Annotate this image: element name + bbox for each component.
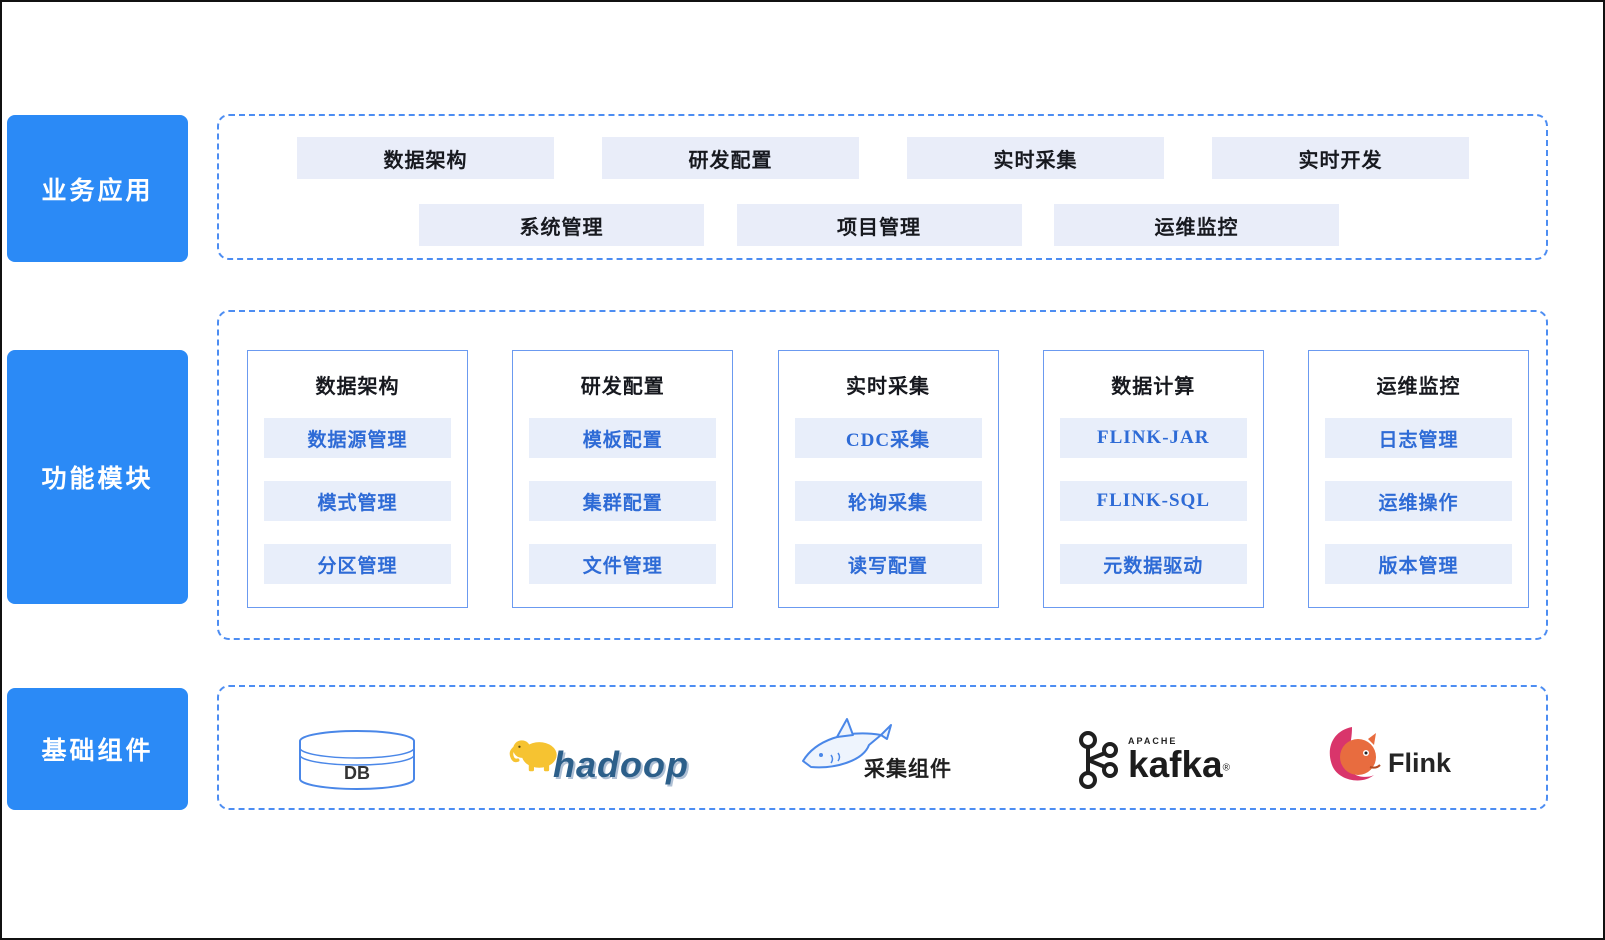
module-item-cdc-collection: CDC采集 [794, 418, 982, 458]
business-app-ops-monitoring: 运维监控 [1054, 204, 1339, 246]
module-column-title: 运维监控 [1376, 376, 1461, 398]
module-item-log-mgmt: 日志管理 [1325, 418, 1512, 458]
kafka-wordmark: APACHE kafka® [1128, 736, 1231, 785]
db-component: DB [297, 729, 417, 793]
module-item-flink-jar: FLINK-JAR [1059, 418, 1247, 458]
hadoop-elephant-icon [509, 740, 557, 772]
collector-label: 采集组件 [864, 758, 952, 781]
module-item-flink-sql: FLINK-SQL [1059, 481, 1247, 521]
shark-icon [802, 718, 892, 769]
module-item-polling-collection: 轮询采集 [794, 481, 982, 521]
module-column-title: 实时采集 [846, 376, 930, 398]
business-app-system-mgmt: 系统管理 [419, 204, 704, 246]
module-item-readwrite-config: 读写配置 [794, 544, 982, 584]
layer-label-function-modules: 功能模块 [7, 350, 188, 604]
flink-label: Flink [1388, 747, 1452, 778]
module-item-cluster-config: 集群配置 [529, 481, 717, 521]
collector-component: 采集组件 [797, 715, 952, 787]
flink-component: Flink [1322, 721, 1472, 789]
business-apps-row-2: 系统管理 项目管理 运维监控 [219, 204, 1546, 246]
module-column-data-compute: 数据计算 FLINK-JAR FLINK-SQL 元数据驱动 [1042, 350, 1264, 608]
kafka-registered-mark: ® [1222, 762, 1231, 774]
business-apps-panel: 数据架构 研发配置 实时采集 实时开发 系统管理 项目管理 运维监控 [217, 114, 1548, 260]
business-app-data-architecture: 数据架构 [297, 137, 554, 179]
base-components-panel: DB hadoop 采集组件 [217, 685, 1548, 810]
module-column-realtime-collection: 实时采集 CDC采集 轮询采集 读写配置 [777, 350, 999, 608]
module-item-version-mgmt: 版本管理 [1325, 544, 1512, 584]
business-apps-row-1: 数据架构 研发配置 实时采集 实时开发 [219, 137, 1546, 179]
hadoop-label: hadoop [553, 744, 689, 785]
hadoop-component: hadoop [509, 715, 689, 787]
module-item-metadata-driven: 元数据驱动 [1059, 544, 1247, 584]
module-column-title: 数据架构 [315, 376, 400, 398]
module-item-partition-mgmt: 分区管理 [264, 544, 451, 584]
kafka-logo-icon [1079, 731, 1118, 789]
function-modules-panel: 数据架构 数据源管理 模式管理 分区管理 研发配置 模板配置 集群配置 文件管理… [217, 310, 1548, 640]
business-app-realtime-collection: 实时采集 [907, 137, 1164, 179]
module-column-ops-monitoring: 运维监控 日志管理 运维操作 版本管理 [1308, 350, 1529, 608]
module-item-ops-operation: 运维操作 [1325, 481, 1512, 521]
module-item-datasource-mgmt: 数据源管理 [264, 418, 451, 458]
module-column-dev-config: 研发配置 模板配置 集群配置 文件管理 [512, 350, 734, 608]
layer-label-business-apps: 业务应用 [7, 115, 188, 262]
business-app-realtime-dev: 实时开发 [1212, 137, 1469, 179]
kafka-label: kafka [1128, 744, 1223, 785]
kafka-component: APACHE kafka® [1072, 729, 1257, 791]
kafka-apache-label: APACHE [1128, 736, 1178, 746]
module-item-file-mgmt: 文件管理 [529, 544, 717, 584]
db-label: DB [344, 763, 370, 783]
module-column-title: 数据计算 [1111, 376, 1196, 398]
business-app-dev-config: 研发配置 [602, 137, 859, 179]
module-item-schema-mgmt: 模式管理 [264, 481, 451, 521]
module-column-title: 研发配置 [580, 376, 665, 398]
flink-squirrel-icon [1329, 727, 1381, 781]
module-column-data-architecture: 数据架构 数据源管理 模式管理 分区管理 [247, 350, 468, 608]
module-item-template-config: 模板配置 [529, 418, 717, 458]
business-app-project-mgmt: 项目管理 [736, 204, 1022, 246]
module-columns: 数据架构 数据源管理 模式管理 分区管理 研发配置 模板配置 集群配置 文件管理… [219, 350, 1546, 608]
layer-label-base-components: 基础组件 [7, 688, 188, 810]
db-cylinder-icon: DB [299, 730, 415, 790]
